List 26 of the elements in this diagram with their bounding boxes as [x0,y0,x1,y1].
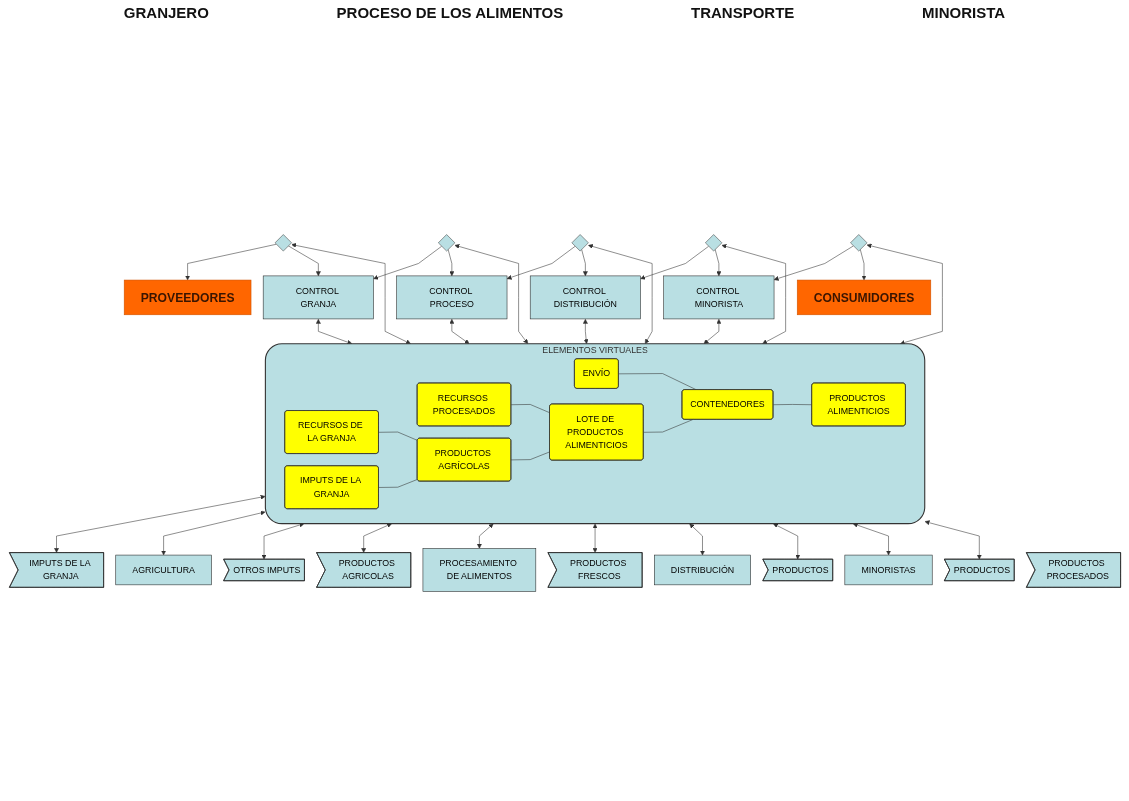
node-box: CONSUMIDORES [796,279,931,315]
node-diamond [571,233,589,251]
connector [510,403,550,413]
node-box: CONTROL PROCESO [395,275,507,319]
lane-heading: GRANJERO [123,4,209,23]
node-box: CONTROL GRANJA [262,275,374,319]
lane-heading: PROCESO DE LOS ALIMENTOS [336,4,564,23]
node-box: CONTROL MINORISTA [662,275,774,319]
node-box: AGRICULTURA [114,554,212,585]
node-box: DISTRIBUCIÓN [653,554,751,585]
connector [378,478,418,488]
connector [617,372,697,390]
connector [378,431,418,441]
node-diamond [704,233,722,251]
node-box: PROVEEDORES [123,279,251,315]
lane-heading: TRANSPORTE [691,4,795,23]
connector [510,451,550,460]
node-diamond [849,233,867,251]
node-box: CONTROL DISTRIBUCIÓN [529,275,641,319]
node-diamond [274,233,292,251]
node-diamond [437,233,455,251]
connector [772,403,812,405]
node-box: PROCESAMIENTO DE ALIMENTOS [422,547,536,592]
connector [642,418,693,433]
lane-heading: MINORISTA [922,4,1006,23]
node-box: MINORISTAS [844,554,932,585]
